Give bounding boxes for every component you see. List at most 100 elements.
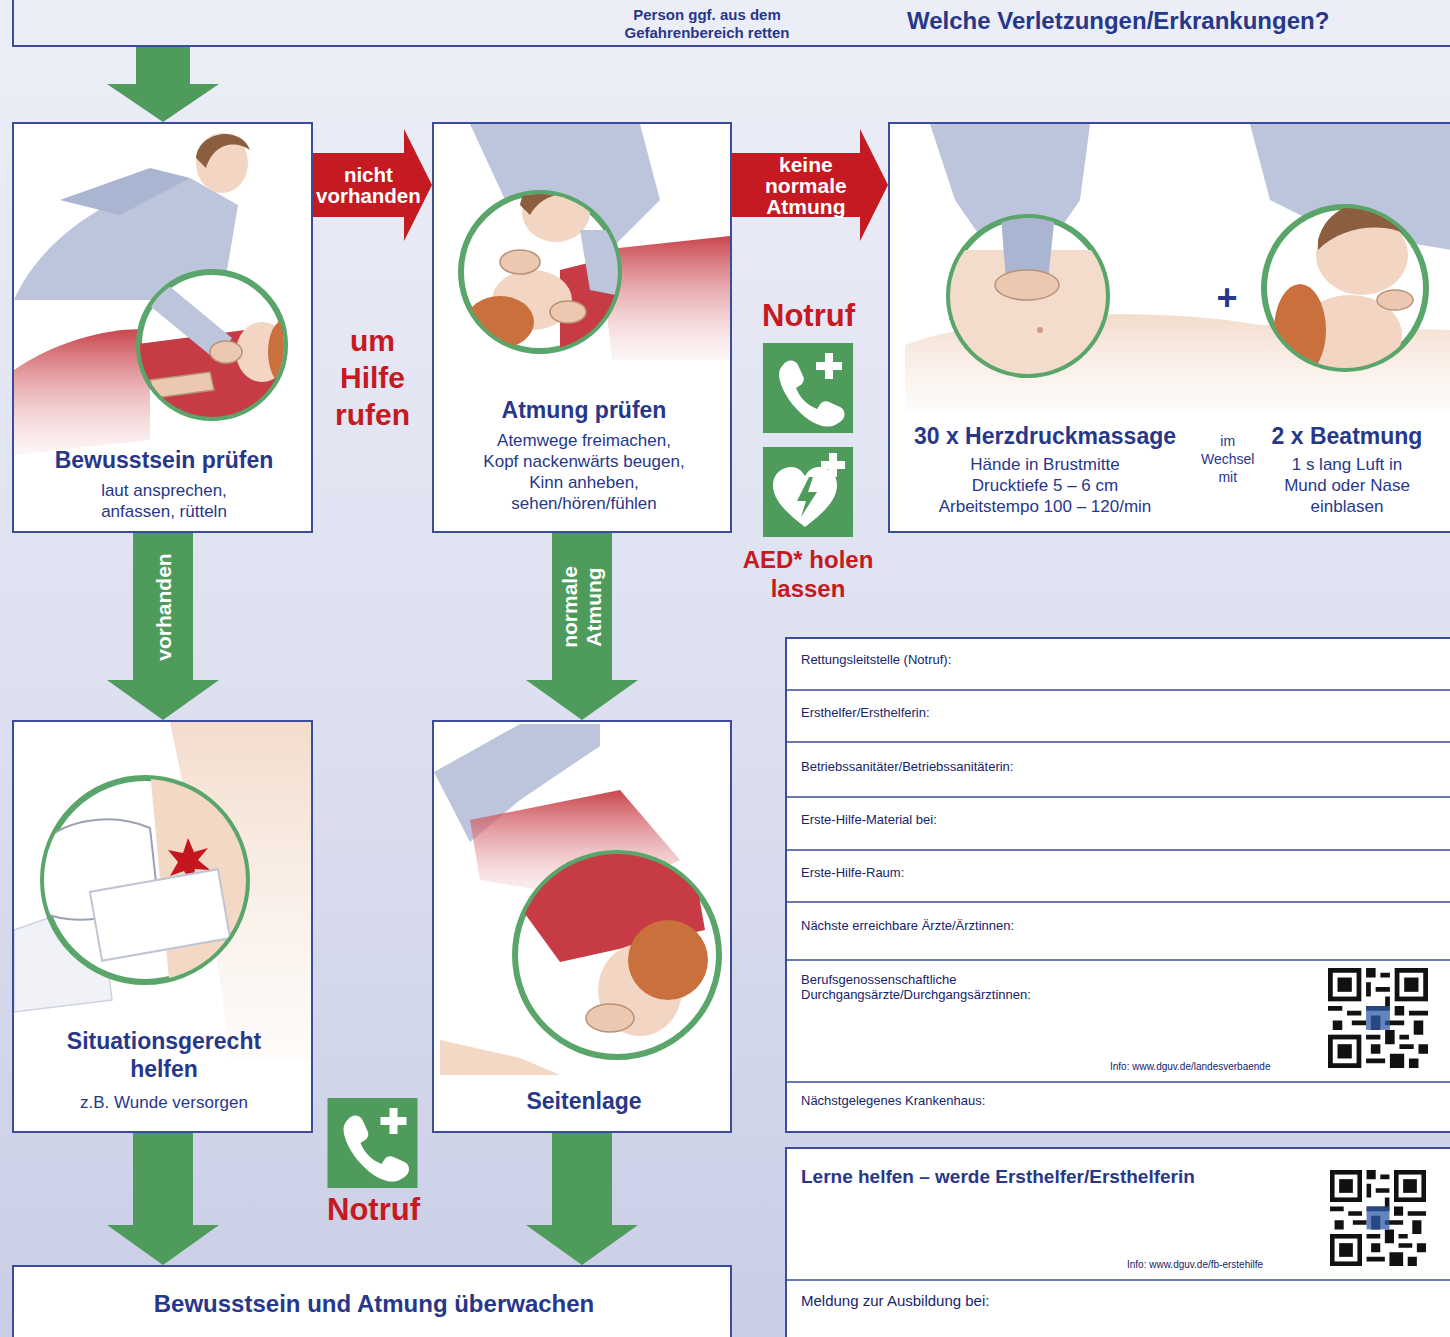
arrow-label: normale Atmung — [558, 566, 606, 648]
check-breathing-picture — [466, 176, 640, 360]
cpr-picture — [940, 205, 1120, 390]
step-title: Atmung prüfen — [436, 396, 732, 424]
emergency-icons — [763, 447, 853, 537]
cpr-picture — [1037, 327, 1043, 333]
table-cell: Meldung zur Ausbildung bei: — [801, 1292, 1301, 1310]
recovery-position-picture — [510, 845, 708, 1036]
block-arrow — [107, 533, 219, 720]
box-grounds — [12, 1265, 732, 1337]
cpr-picture — [905, 124, 1450, 412]
table-rules — [785, 1279, 1450, 1281]
table-rules — [785, 959, 1450, 961]
check-consciousness-picture — [14, 133, 300, 455]
wound-care-picture — [90, 869, 230, 961]
cpr-picture — [1000, 205, 1056, 280]
check-breathing-picture — [461, 124, 730, 360]
block-arrow — [526, 533, 638, 720]
step-title: 2 x Beatmung — [1261, 422, 1433, 450]
table-rules — [785, 689, 1450, 691]
block-arrow — [107, 47, 219, 122]
block-arrow — [526, 1133, 638, 1265]
table-cell: Erste-Hilfe-Raum: — [801, 865, 1321, 881]
table-cell: Ersthelfer/Ersthelferin: — [801, 705, 1321, 721]
step-box: Situationsgerecht helfenz.B. Wunde verso… — [12, 720, 313, 1133]
step-text: laut ansprechen, anfassen, rütteln — [94, 480, 234, 522]
info-heading: Lerne helfen – werde Ersthelfer/Ersthelf… — [801, 1165, 1326, 1188]
box-grounds — [12, 122, 1450, 1337]
check-breathing-picture — [466, 296, 534, 348]
emergency-icons — [328, 343, 854, 1188]
block-arrow — [732, 129, 888, 241]
table-cell: Rettungsleitstelle (Notruf): — [801, 652, 1321, 668]
arrow-label: nicht vorhanden — [316, 164, 421, 206]
check-consciousness-picture — [14, 329, 150, 455]
check-consciousness-picture — [196, 134, 250, 168]
recovery-position-picture — [440, 1040, 560, 1075]
alternation-note: im Wechsel mit — [1201, 432, 1254, 486]
check-breathing-picture — [522, 182, 590, 242]
check-consciousness-picture — [210, 341, 242, 363]
check-consciousness-picture — [150, 372, 214, 398]
check-breathing-picture — [580, 230, 640, 300]
box-grounds — [432, 122, 732, 533]
step-text: Atemwege freimachen, Kopf nackenwärts be… — [481, 430, 687, 514]
step-title: Seitenlage — [444, 1087, 724, 1115]
red-label: um Hilfe rufen — [335, 322, 410, 433]
arrow-label: keine normale Atmung — [765, 154, 847, 217]
red-label: AED* holen lassen — [736, 545, 880, 603]
cpr-picture — [1274, 284, 1326, 376]
table-rules — [785, 849, 1450, 851]
check-breathing-picture — [550, 301, 586, 323]
qr-codes — [1330, 1170, 1426, 1266]
box-grounds — [12, 720, 313, 1133]
rescue-note: Person ggf. aus dem Gefahrenbereich rett… — [607, 6, 807, 42]
cpr-picture — [1274, 203, 1414, 376]
table-rules — [785, 901, 1450, 903]
step-box: Bewusstsein prüfen laut ansprechen, anfas… — [12, 122, 313, 533]
info-box: Lerne helfen – werde Ersthelfer/Ersthelf… — [785, 1147, 1450, 1337]
cpr-picture — [1377, 290, 1413, 310]
emergency-icons — [763, 343, 853, 433]
wound-care-picture — [36, 770, 260, 990]
wound-care-picture — [14, 722, 311, 1060]
red-label: Notruf — [762, 298, 855, 334]
box-grounds — [785, 1147, 1450, 1337]
table-cell: Nächste erreichbare Ärzte/Ärztinnen: — [801, 918, 1321, 934]
table-rules — [785, 1081, 1450, 1083]
table-rules — [785, 741, 1450, 743]
check-consciousness-picture — [60, 168, 190, 215]
emergency-icons — [328, 1098, 418, 1188]
recovery-position-picture — [434, 724, 719, 1075]
box-grounds — [432, 720, 732, 1133]
step-box: Atmung prüfenAtemwege freimachen, Kopf n… — [432, 122, 732, 533]
cpr-picture — [995, 270, 1059, 300]
table-cell: Betriebssanitäter/Betriebssanitäterin: — [801, 759, 1321, 775]
top-band: Person ggf. aus dem Gefahrenbereich rett… — [12, 0, 1450, 47]
box-grounds — [785, 637, 1450, 1133]
monitor-band: Bewusstsein und Atmung überwachen — [12, 1265, 732, 1337]
cpr-picture — [940, 250, 1120, 390]
red-label: Notruf — [327, 1192, 420, 1228]
step-title: 30 x Herzdruckmassage — [895, 422, 1195, 450]
table-cell: Berufsgenossenschaftliche Durchgangsärzt… — [801, 972, 1101, 1002]
check-consciousness-picture — [268, 320, 300, 384]
block-arrow — [107, 1133, 219, 1265]
step-title: Bewusstsein prüfen — [16, 446, 312, 474]
table-cell: Erste-Hilfe-Material bei: — [801, 812, 1321, 828]
recovery-position-picture — [586, 1004, 634, 1032]
cpr-picture — [1250, 124, 1450, 250]
box-grounds — [12, 122, 313, 533]
headline: Welche Verletzungen/Erkrankungen? — [907, 7, 1447, 35]
plus-sign: + — [1207, 276, 1247, 319]
step-text: z.B. Wunde versorgen — [29, 1092, 299, 1113]
recovery-position-picture — [628, 920, 708, 1000]
block-arrow — [313, 129, 432, 241]
info-link: Info: www.dguv.de/fb-erstehilfe — [1127, 1259, 1327, 1271]
arrow-label: vorhanden — [152, 553, 176, 660]
step-box: Seitenlage — [432, 720, 732, 1133]
qr-codes — [1328, 968, 1428, 1266]
